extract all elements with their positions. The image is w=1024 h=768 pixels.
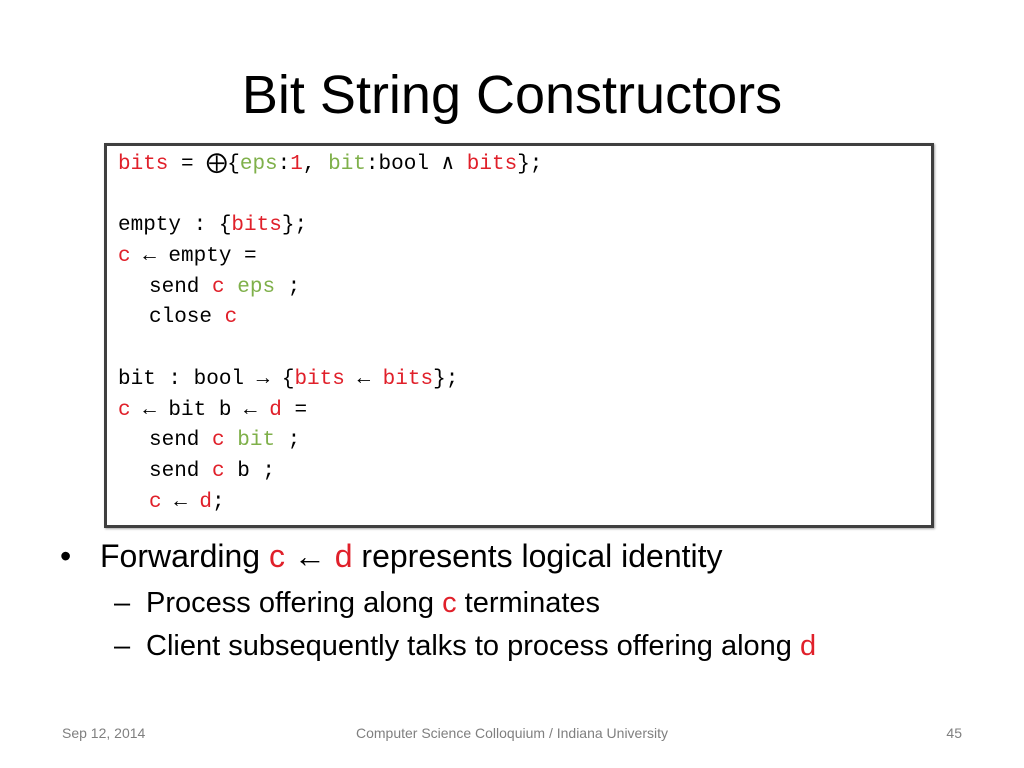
code-token: send xyxy=(149,429,213,453)
code-line-5: send c eps ; xyxy=(118,273,931,304)
code-token: bits xyxy=(118,153,169,176)
code-token: 1 xyxy=(290,153,303,176)
bullet-text: d xyxy=(334,538,353,574)
code-token: }; xyxy=(281,214,308,238)
code-token: ⨁{ xyxy=(206,153,240,176)
slide-title: Bit String Constructors xyxy=(241,65,783,125)
code-token: c xyxy=(224,306,238,330)
code-token: , xyxy=(302,153,329,176)
code-token: b ; xyxy=(224,459,276,483)
bullet-text: ← xyxy=(284,538,335,574)
code-token: ← xyxy=(344,367,383,391)
bullet-text: Process offering along xyxy=(146,587,443,619)
code-token: d xyxy=(199,490,213,514)
code-token: : xyxy=(277,153,291,176)
code-token: ← empty = xyxy=(130,245,257,269)
code-token: empty : { xyxy=(118,214,232,238)
footer-page-number: 45 xyxy=(946,725,962,741)
code-line-9: c ← bit b ← d = xyxy=(118,396,931,427)
code-token: eps xyxy=(237,275,276,299)
code-token: bits xyxy=(231,214,282,238)
code-token: bits xyxy=(466,153,518,176)
code-token: c xyxy=(212,429,225,453)
code-token: d xyxy=(269,398,282,422)
code-token: ← bit b ← xyxy=(130,398,270,422)
sub-bullet-item: –Client subsequently talks to process of… xyxy=(114,626,816,666)
bullet-text: c xyxy=(442,587,457,619)
bullet-text: represents logical identity xyxy=(352,538,723,574)
code-line-8: bit : bool → {bits ← bits}; xyxy=(118,365,931,396)
code-line-3: empty : {bits}; xyxy=(118,211,931,242)
code-token: }; xyxy=(517,153,543,176)
code-token: send xyxy=(149,459,213,483)
code-token: bit : bool → { xyxy=(118,367,295,391)
code-line-4: c ← empty = xyxy=(118,242,931,273)
code-token: ; xyxy=(275,429,301,453)
footer-center: Computer Science Colloquium / Indiana Un… xyxy=(355,725,669,741)
code-token: ; xyxy=(275,275,301,299)
code-line-6: close c xyxy=(118,303,931,334)
code-line-12: c ← d; xyxy=(118,488,931,519)
code-line-1: bits = ⨁{eps:1, bit:bool ∧ bits}; xyxy=(118,150,931,181)
code-line-blank xyxy=(118,334,931,365)
code-token xyxy=(225,276,238,299)
code-token: ; xyxy=(212,490,225,514)
code-token: ← xyxy=(161,490,200,514)
code-token: bit xyxy=(328,153,366,176)
code-token: send xyxy=(149,275,213,299)
code-token: :bool ∧ xyxy=(365,153,467,176)
code-line-11: send c b ; xyxy=(118,457,931,488)
code-token: c xyxy=(149,490,162,514)
code-token: = xyxy=(168,153,207,176)
code-box: bits = ⨁{eps:1, bit:bool ∧ bits}; empty … xyxy=(104,143,934,528)
code-token: bits xyxy=(294,367,345,391)
code-token: }; xyxy=(433,367,459,391)
code-token: c xyxy=(212,275,225,299)
bullet-item: • Forwarding c ← d represents logical ide… xyxy=(60,534,723,578)
bullet-text: Forwarding xyxy=(100,538,269,574)
code-token: c xyxy=(118,245,131,269)
code-token: close xyxy=(149,306,225,330)
code-token: c xyxy=(118,398,131,422)
bullet-text: terminates xyxy=(456,587,601,619)
bullet-text: c xyxy=(268,538,285,574)
code-token: = xyxy=(281,398,308,422)
bullet-text: d xyxy=(799,630,817,662)
code-token: bit xyxy=(237,429,276,453)
code-line-10: send c bit ; xyxy=(118,426,931,457)
bullet-text: Client subsequently talks to process off… xyxy=(146,630,800,662)
code-token: eps xyxy=(239,153,278,176)
code-token: c xyxy=(212,459,225,483)
footer-date: Sep 12, 2014 xyxy=(62,725,146,741)
code-token xyxy=(225,429,238,452)
sub-bullet-marker: – xyxy=(114,587,131,619)
code-line-blank xyxy=(118,181,931,212)
sub-bullet-marker: – xyxy=(114,630,131,662)
sub-bullet-item: –Process offering along c terminates xyxy=(114,583,600,623)
code-token: bits xyxy=(382,367,434,391)
bullet-marker: • xyxy=(60,538,72,574)
